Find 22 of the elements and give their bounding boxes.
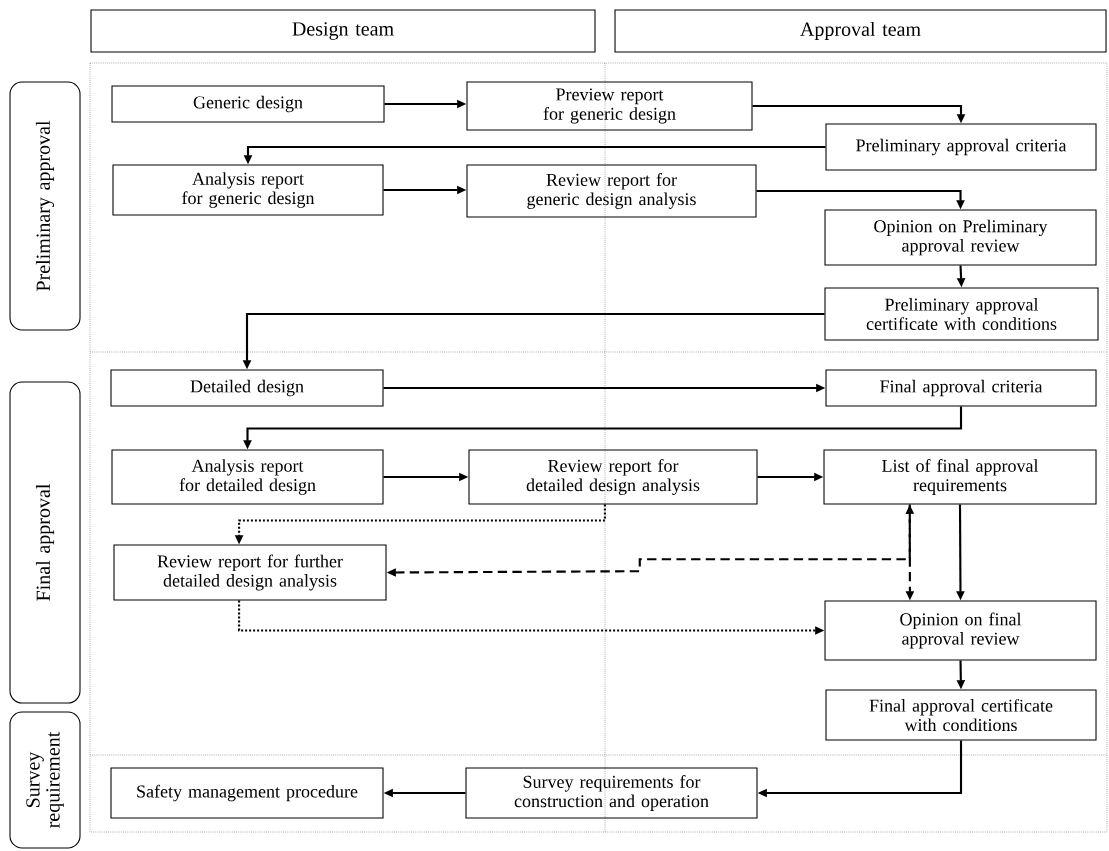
phase-label: Survey requirement xyxy=(9,711,81,849)
process-box: Review report for detailed design analysis xyxy=(468,449,758,505)
process-box: Final approval criteria xyxy=(825,369,1097,407)
column-header: Design team xyxy=(90,9,596,53)
process-box: Survey requirements for construction and operation xyxy=(465,767,758,819)
process-box: List of final approval requirements xyxy=(823,449,1097,505)
column-header: Approval team xyxy=(614,9,1107,53)
process-box: Opinion on Preliminary approval review xyxy=(824,209,1097,266)
process-box: Preliminary approval certificate with conditions xyxy=(824,287,1099,341)
process-box: Preview report for generic design xyxy=(466,81,753,131)
process-box: Preliminary approval criteria xyxy=(825,123,1097,171)
process-box: Final approval certificate with conditions xyxy=(825,689,1097,741)
process-box: Safety management procedure xyxy=(110,767,384,819)
process-box: Review report for generic design analysis xyxy=(466,164,757,218)
process-box: Review report for further detailed design analysis xyxy=(113,544,387,601)
phase-label: Preliminary approval xyxy=(9,81,81,331)
process-box: Analysis report for detailed design xyxy=(111,449,384,505)
process-box: Generic design xyxy=(111,85,385,123)
process-box: Analysis report for generic design xyxy=(112,164,384,216)
process-box: Opinion on final approval review xyxy=(824,600,1097,661)
phase-label: Final approval xyxy=(9,381,81,704)
process-box: Detailed design xyxy=(110,369,384,407)
